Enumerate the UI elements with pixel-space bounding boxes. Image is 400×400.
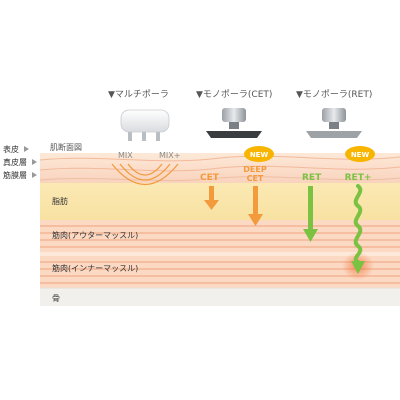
pointer-icon [24,146,29,152]
skin-wave-line [39,155,400,162]
ret-plus-wave-arrow-icon [353,184,363,264]
muscle-divider [40,252,400,256]
cet-arrow-icon [204,186,219,210]
svg-text:NEW: NEW [351,151,370,159]
new-badge-cet: NEW [244,146,274,162]
device-monopolar-cet-title: ▼モノポーラ(CET) [196,89,272,100]
device-monopolar-ret-title: ▼モノポーラ(RET) [296,89,372,100]
multipolar-device-icon [120,109,170,141]
bone-layer [40,288,400,306]
label-fascia: 筋膜層 [3,170,27,180]
skin-wave-line [39,176,400,182]
fat-layer [40,183,400,220]
ret-arrow-icon [303,186,318,242]
monopolar-cet-device-icon [206,108,262,138]
label-epidermis: 表皮 [3,144,19,154]
label-cross-section: 肌断面図 [50,142,82,152]
label-dermis: 真皮層 [3,157,27,167]
mode-deep-cet-label: DEEP [243,165,267,174]
ret-plus-arrowhead-icon [351,261,365,274]
label-outer-muscle: 筋肉(アウターマッスル) [52,230,138,240]
pointer-icon [32,159,37,165]
label-bone: 骨 [52,294,60,303]
mode-ret-label: RET [302,173,322,183]
inner-muscle-layer [40,256,400,290]
label-fat: 脂肪 [52,196,68,206]
label-inner-muscle: 筋肉(インナーマッスル) [52,263,138,273]
mode-mix-label: MIX [118,151,133,160]
skin-wave-line [39,165,400,172]
svg-text:NEW: NEW [250,151,269,159]
pointer-icon [32,172,37,178]
mix-heat-arcs [111,163,179,186]
monopolar-ret-device-icon [306,108,362,138]
device-multipolar-title: ▼マルチポーラ [108,89,169,100]
deep-cet-arrow-icon [248,186,263,226]
mode-mix-plus-label: MIX+ [159,151,180,160]
mode-deep-cet-label: CET [247,174,264,183]
mode-cet-label: CET [200,173,220,183]
new-badge-ret: NEW [345,146,375,162]
mode-ret-plus-label: RET+ [345,173,372,183]
outer-muscle-layer [40,220,400,252]
